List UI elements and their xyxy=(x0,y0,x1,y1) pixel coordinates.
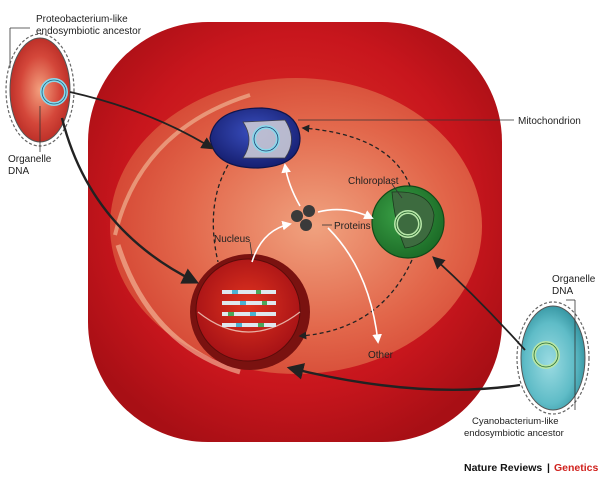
arrow-cyano-to-nucleus xyxy=(286,363,521,391)
label-organelle-dna-right-2: DNA xyxy=(552,286,573,297)
arrow-proteo-to-nucleus xyxy=(60,117,200,284)
mitochondrion xyxy=(209,107,301,169)
label-organelle-dna-right-1: Organelle xyxy=(552,274,596,285)
chloroplast xyxy=(371,185,445,259)
brand-separator: | xyxy=(547,462,550,474)
label-organelle-dna-left-1: Organelle xyxy=(8,154,52,165)
label-cyanobacterium-1: Cyanobacterium-like xyxy=(472,416,559,427)
nucleus xyxy=(190,254,310,370)
label-proteobacterium-2: endosymbiotic ancestor xyxy=(36,26,142,37)
label-proteins: Proteins xyxy=(334,221,371,232)
label-nucleus: Nucleus xyxy=(214,234,250,245)
label-cyanobacterium-2: endosymbiotic ancestor xyxy=(464,428,564,439)
cyanobacterium-ancestor xyxy=(516,301,590,415)
arrow-proteo-to-mito xyxy=(69,91,215,150)
label-chloroplast: Chloroplast xyxy=(348,176,399,187)
protein-cluster-icon xyxy=(291,205,315,231)
dashed-arrow-nucleus-mito xyxy=(212,164,229,263)
arrow-nucleus-to-proteins xyxy=(251,220,292,263)
chromosomes xyxy=(222,290,276,327)
arrow-proteins-to-mito xyxy=(281,163,301,207)
brand-section: Genetics xyxy=(554,462,599,474)
brand-journal: Nature Reviews xyxy=(464,462,542,474)
arrow-proteins-to-other xyxy=(327,227,382,344)
arrow-cyano-to-chloroplast xyxy=(432,256,526,351)
label-proteobacterium-1: Proteobacterium-like xyxy=(36,14,128,25)
label-organelle-dna-left-2: DNA xyxy=(8,166,29,177)
label-mitochondrion: Mitochondrion xyxy=(518,116,581,127)
label-other: Other xyxy=(368,350,394,361)
dashed-arrow-to-nucleus xyxy=(298,259,413,340)
arrow-proteins-to-chloroplast xyxy=(317,208,374,219)
